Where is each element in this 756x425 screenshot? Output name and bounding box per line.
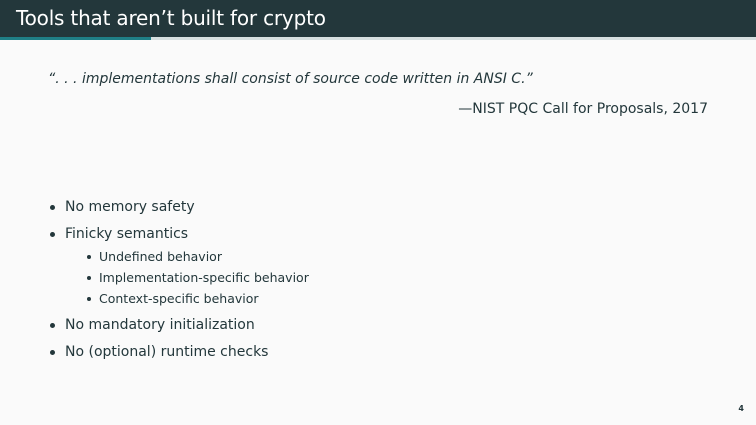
sub-bullet-text: Implementation-specific behavior <box>99 270 309 285</box>
sub-bullet-item: Implementation-specific behavior <box>85 270 309 286</box>
sub-bullet-dot-icon <box>87 276 91 280</box>
bullet-item: No (optional) runtime checks <box>48 343 309 361</box>
bullet-text: Finicky semantics <box>65 226 189 242</box>
quote-text: “. . . implementations shall consist of … <box>48 71 533 87</box>
bullet-dot-icon <box>50 205 55 210</box>
bullet-item: No mandatory initialization <box>48 316 309 334</box>
sub-bullet-item: Context-specific behavior <box>85 291 309 307</box>
sub-bullet-text: Context-specific behavior <box>99 291 259 306</box>
bullet-text: No mandatory initialization <box>65 317 255 333</box>
bullet-list: No memory safety Finicky semantics Undef… <box>48 198 309 370</box>
page-number: 4 <box>738 404 744 413</box>
sub-bullet-text: Undefined behavior <box>99 249 222 264</box>
bullet-dot-icon <box>50 350 55 355</box>
bullet-text: No memory safety <box>65 199 195 215</box>
sub-bullet-dot-icon <box>87 297 91 301</box>
title-bar: Tools that aren’t built for crypto <box>0 0 756 37</box>
sub-bullet-list: Undefined behavior Implementation-specif… <box>65 249 309 307</box>
bullet-item: No memory safety <box>48 198 309 216</box>
bullet-dot-icon <box>50 232 55 237</box>
progress-bar <box>0 37 756 40</box>
progress-bar-fill <box>0 37 152 40</box>
quote-attribution: —NIST PQC Call for Proposals, 2017 <box>458 101 708 117</box>
slide-title: Tools that aren’t built for crypto <box>16 6 326 30</box>
bullet-text: No (optional) runtime checks <box>65 344 269 360</box>
bullet-item: Finicky semantics Undefined behavior Imp… <box>48 225 309 307</box>
sub-bullet-dot-icon <box>87 255 91 259</box>
sub-bullet-item: Undefined behavior <box>85 249 309 265</box>
bullet-dot-icon <box>50 323 55 328</box>
